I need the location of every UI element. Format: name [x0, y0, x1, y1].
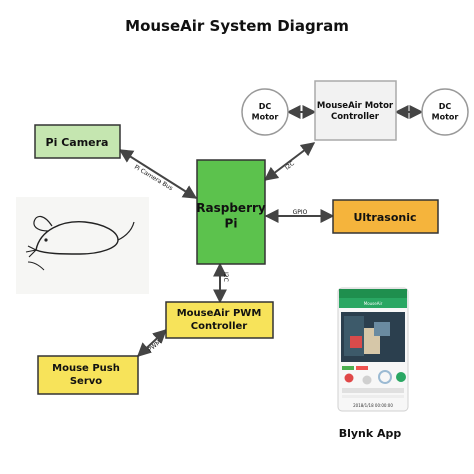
edge-pwm: [136, 329, 168, 357]
mouse-sketch-icon: [16, 197, 149, 294]
node-label-pi-camera: Pi Camera: [46, 136, 109, 149]
edge-label-gpio: GPIO: [293, 209, 308, 216]
node-label-ultrasonic: Ultrasonic: [353, 211, 416, 224]
diagram-title: MouseAir System Diagram: [125, 17, 349, 35]
edge-label-i2c-top: I2C: [284, 160, 296, 172]
edge-label-i2c-bottom: I2C: [222, 272, 229, 282]
blynk-app-label: Blynk App: [339, 427, 402, 440]
edge-label-pwm: PWM: [147, 339, 163, 354]
edge-camera-bus: [118, 149, 198, 199]
phone-footer-timestamp: 2018/1/18 00:00:00: [353, 403, 393, 408]
edge-i2c-top: [263, 142, 316, 181]
node-ultrasonic: Ultrasonic: [332, 199, 439, 234]
phone-app-title: MouseAir: [364, 301, 383, 306]
edge-label-camera-bus: Pi Camera Bus: [133, 164, 174, 192]
phone-screenshot-icon: MouseAir 2018/1/18 00:00:00: [337, 287, 409, 412]
node-pi-camera: Pi Camera: [34, 124, 121, 159]
